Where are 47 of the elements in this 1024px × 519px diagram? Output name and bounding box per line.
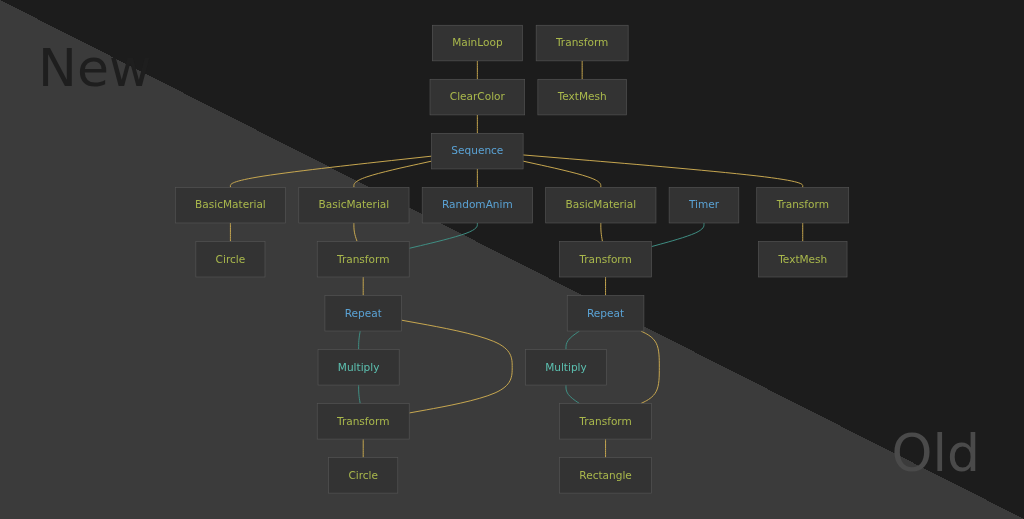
node-box: TextMesh xyxy=(537,79,627,116)
node-box: Multiply xyxy=(525,349,607,386)
connector xyxy=(476,60,478,81)
connector xyxy=(565,384,580,405)
node-box: BasicMaterial xyxy=(298,187,410,224)
connector xyxy=(802,222,804,243)
connector xyxy=(476,114,478,135)
connector xyxy=(640,330,660,405)
connector xyxy=(353,222,358,243)
node-box: ClearColor xyxy=(429,79,525,116)
node-box: Transform xyxy=(316,241,410,278)
node-box: Transform xyxy=(535,25,629,62)
node-box: Rectangle xyxy=(559,457,652,494)
connector xyxy=(358,330,361,351)
connector xyxy=(605,276,607,297)
node-box: Transform xyxy=(559,403,652,440)
connector xyxy=(581,60,583,81)
connector xyxy=(353,160,433,189)
connector xyxy=(362,276,364,297)
node-box: BasicMaterial xyxy=(174,187,286,224)
connector xyxy=(605,438,607,459)
connector xyxy=(522,154,804,189)
connector xyxy=(229,155,433,189)
connector xyxy=(401,320,513,414)
connector xyxy=(358,384,361,405)
node-box: Multiply xyxy=(317,349,400,386)
connector xyxy=(600,222,603,243)
connector xyxy=(362,438,364,459)
connector xyxy=(565,330,580,351)
node-box: Repeat xyxy=(566,295,645,332)
node-box: Timer xyxy=(668,187,740,224)
connector xyxy=(476,168,478,189)
connector xyxy=(651,222,705,248)
node-box: Circle xyxy=(328,457,399,494)
connector xyxy=(522,160,602,189)
node-box: MainLoop xyxy=(432,25,523,62)
node-box: Transform xyxy=(559,241,652,278)
node-box: TextMesh xyxy=(758,241,848,278)
connector xyxy=(229,222,231,243)
connector xyxy=(408,222,478,250)
node-box: BasicMaterial xyxy=(545,187,657,224)
node-box: Transform xyxy=(316,403,410,440)
node-box: Transform xyxy=(756,187,850,224)
node-box: Sequence xyxy=(431,133,524,170)
node-box: Repeat xyxy=(324,295,402,332)
node-box: RandomAnim xyxy=(421,187,533,224)
node-box: Circle xyxy=(195,241,266,278)
